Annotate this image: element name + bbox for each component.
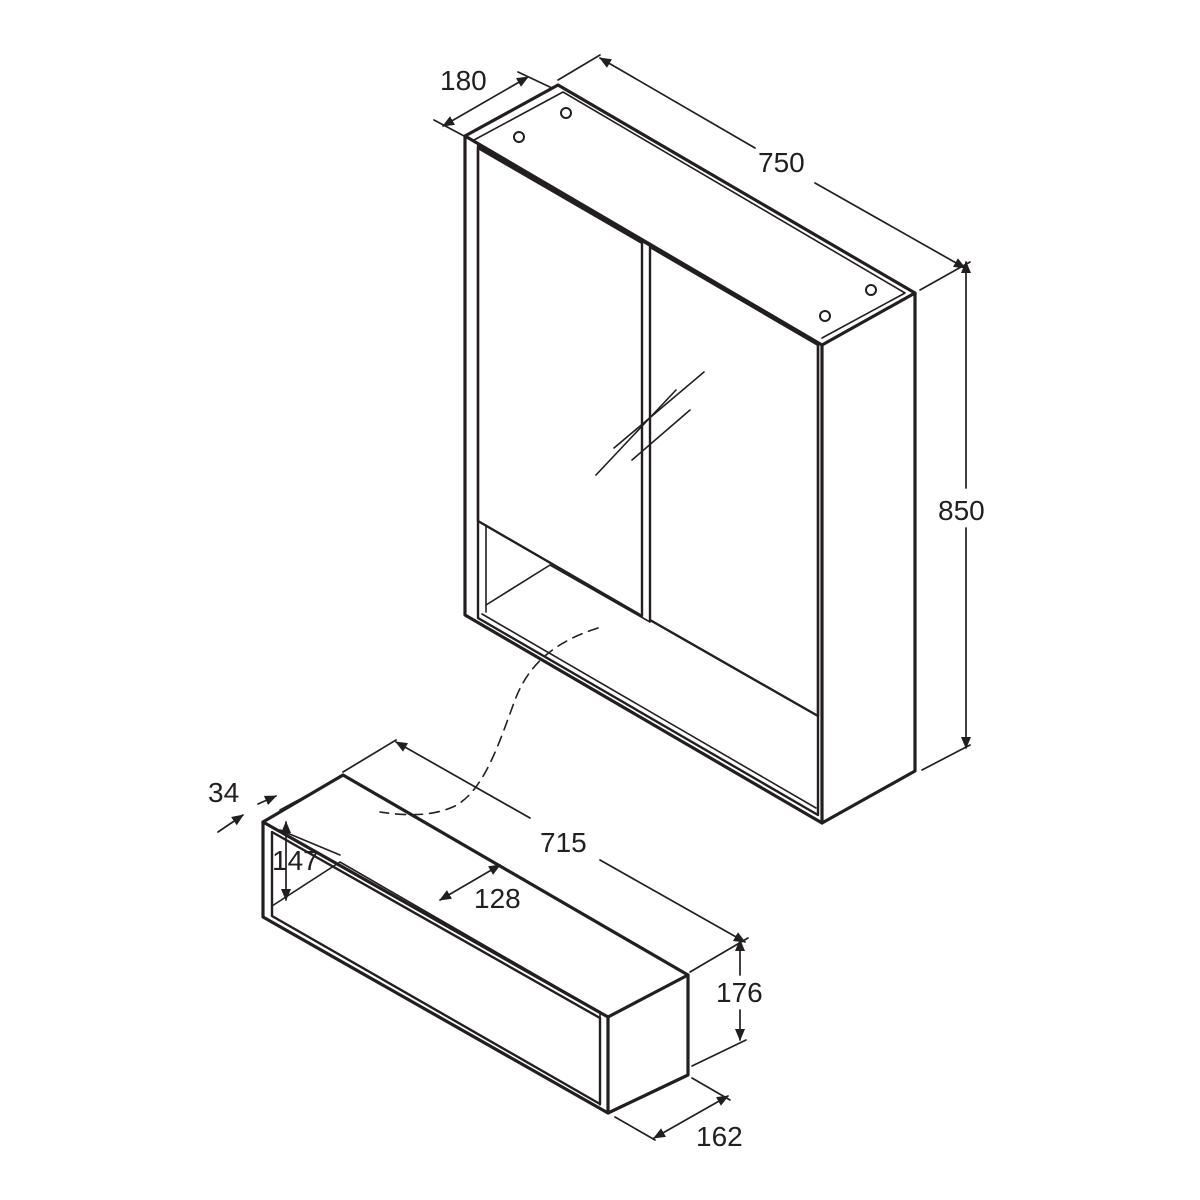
dimension-lines <box>217 54 971 1141</box>
mounting-hole-3 <box>819 310 831 322</box>
mirror-reflection-icon <box>595 371 705 476</box>
shelf-opening <box>270 830 602 1106</box>
label-cabinet-depth: 180 <box>440 65 487 96</box>
mirror-cabinet <box>463 83 917 825</box>
dim-line-750 <box>599 57 756 149</box>
left-door <box>476 146 644 618</box>
dim-line-34b <box>217 814 244 833</box>
dim-line-715b <box>599 859 746 943</box>
connector-leader <box>379 627 599 816</box>
label-cabinet-width: 750 <box>758 147 805 178</box>
shelf-top-surface <box>261 773 690 1019</box>
label-shelf-height: 176 <box>716 977 763 1008</box>
right-door <box>648 245 820 718</box>
cabinet-inner-frame <box>476 144 820 817</box>
cabinet-front-frame <box>463 134 824 825</box>
niche-bottom-edge <box>481 613 817 809</box>
cabinet-side-panel <box>820 291 917 825</box>
dim-line-180 <box>442 76 529 127</box>
mounting-hole-2 <box>560 107 572 119</box>
mounting-hole-1 <box>513 131 525 143</box>
label-cabinet-height: 850 <box>938 495 985 526</box>
label-shelf-inner-depth: 128 <box>474 883 521 914</box>
label-shelf-depth: 162 <box>696 1121 743 1152</box>
label-shelf-width: 715 <box>540 827 587 858</box>
dim-line-128 <box>439 864 501 901</box>
floating-shelf <box>261 773 690 1115</box>
shelf-top-inner-edge <box>279 775 344 811</box>
dim-line-715a <box>395 741 531 819</box>
dim-line-162 <box>653 1095 729 1139</box>
mounting-hole-4 <box>865 284 877 296</box>
shelf-end-face <box>606 973 690 1115</box>
shelf-inner-back <box>271 861 601 1013</box>
cabinet-top-inner-edge <box>473 91 906 339</box>
niche-back-edge <box>485 564 651 623</box>
cabinet-top-panel <box>463 83 917 295</box>
label-shelf-opening-height: 147 <box>272 845 319 876</box>
label-shelf-thickness: 34 <box>208 777 239 808</box>
dim-line-34a <box>257 795 277 806</box>
